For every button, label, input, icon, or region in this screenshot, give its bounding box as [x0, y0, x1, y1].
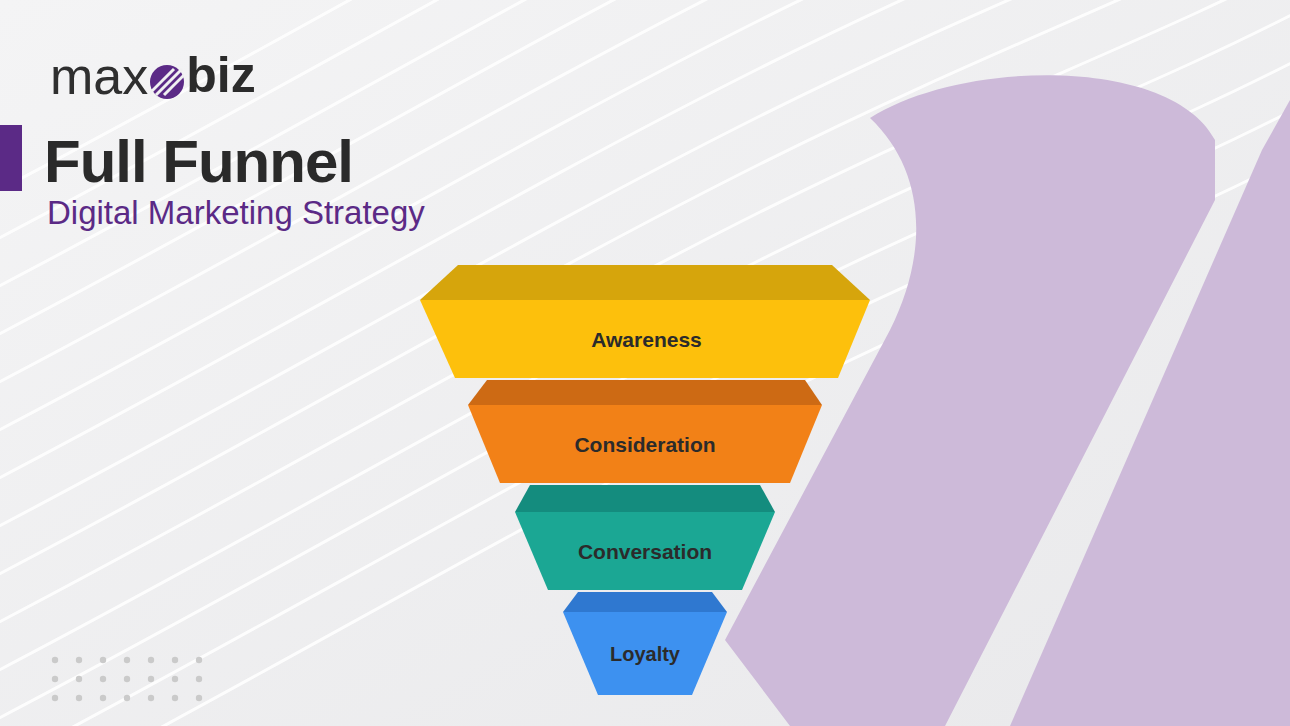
subtitle: Digital Marketing Strategy [47, 196, 425, 229]
band-front-face [515, 512, 775, 590]
dot [148, 657, 154, 663]
dot [76, 676, 82, 682]
band-top-face [420, 265, 870, 300]
dot [172, 657, 178, 663]
band-top-face [515, 485, 775, 512]
dot [100, 695, 106, 701]
funnel-band: Consideration [468, 380, 822, 483]
logo-text: biz [186, 50, 255, 100]
band-shape [515, 485, 775, 590]
dot [100, 676, 106, 682]
logo-icon [150, 65, 184, 99]
logo-stripe [164, 69, 184, 95]
band-front-face [563, 612, 727, 695]
dot [196, 695, 202, 701]
dot [76, 657, 82, 663]
dot [148, 695, 154, 701]
band-front-face [468, 405, 822, 483]
dot [172, 676, 178, 682]
dot [52, 695, 58, 701]
purple-stripe [1010, 100, 1290, 726]
band-label: Consideration [574, 434, 715, 455]
band-shape [420, 265, 870, 378]
dot [100, 657, 106, 663]
dot-grid [52, 657, 202, 701]
dot [172, 695, 178, 701]
dot [196, 657, 202, 663]
funnel-band: Loyalty [563, 592, 727, 695]
funnel-band: Awareness [420, 265, 870, 378]
title: Full Funnel [44, 132, 353, 192]
dot [124, 657, 130, 663]
band-label: Loyalty [610, 644, 680, 664]
dot [124, 676, 130, 682]
dot [148, 676, 154, 682]
band-top-face [563, 592, 727, 612]
dot [52, 657, 58, 663]
logo-text: max [50, 50, 148, 102]
dot [124, 695, 130, 701]
band-label: Awareness [591, 329, 702, 350]
wave-line [0, 48, 1290, 726]
band-shape [468, 380, 822, 483]
funnel-band: Conversation [515, 485, 775, 590]
dot [52, 676, 58, 682]
dot [76, 695, 82, 701]
dot [196, 676, 202, 682]
band-label: Conversation [578, 541, 712, 562]
band-front-face [420, 300, 870, 378]
band-top-face [468, 380, 822, 405]
accent-bar [0, 125, 22, 191]
